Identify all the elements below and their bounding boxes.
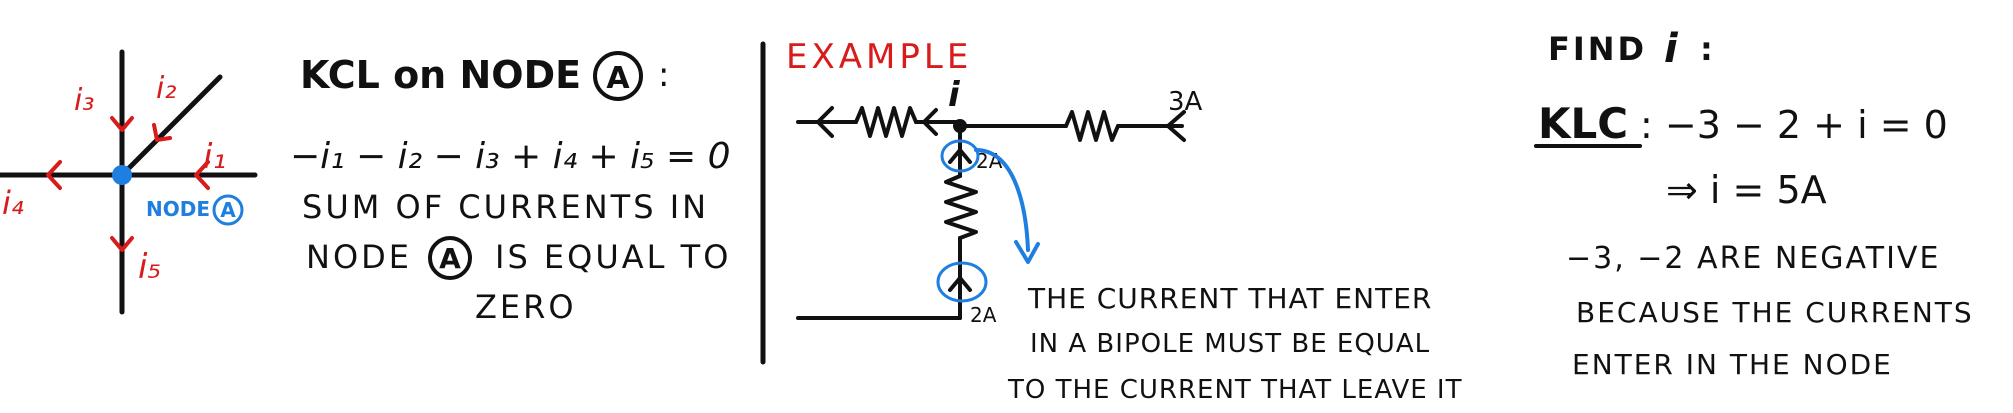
equal-current-curve-arrow	[1014, 240, 1040, 264]
i3-arrow	[110, 116, 134, 132]
example-note-line2: IN A BIPOLE MUST BE EQUAL	[1030, 329, 1430, 359]
current-3a-label: 3A	[1168, 87, 1203, 117]
right-resistor	[1064, 110, 1120, 142]
current-2a-bottom-label: 2A	[970, 303, 997, 327]
example-note-line3: TO THE CURRENT THAT LEAVE IT	[1007, 375, 1463, 405]
right-wire-arrow	[1166, 110, 1186, 142]
solution-note-line1: −3, −2 ARE NEGATIVE	[1566, 241, 1940, 276]
i2-label: i₂	[156, 71, 176, 106]
solution: FIND i : KLC : −3 − 2 + i = 0 ⇒ i = 5A −…	[1534, 26, 1974, 381]
i4-label: i₄	[2, 184, 24, 222]
kcl-explanation: KCL on NODE A : −i₁ − i₂ − i₃ + i₄ + i₅ …	[290, 51, 731, 326]
upper-current-highlight	[940, 139, 980, 173]
vertical-resistor	[944, 174, 978, 240]
kcl-label: KLC	[1538, 99, 1628, 148]
solution-result: ⇒ i = 5A	[1666, 168, 1827, 212]
left-resistor	[854, 106, 918, 138]
node-a-dot	[112, 165, 132, 185]
kcl-line2-node-circle	[428, 236, 472, 280]
example-circuit: EXAMPLE i 3A 2A 2A THE CUR	[786, 37, 1463, 405]
solution-note-line3: ENTER IN THE NODE	[1572, 348, 1893, 381]
solution-note-line2: BECAUSE THE CURRENTS	[1576, 296, 1974, 329]
kcl-line2-node-letter: A	[439, 242, 461, 275]
kcl-line1: SUM OF CURRENTS IN	[302, 188, 709, 226]
lower-current-highlight	[936, 261, 988, 303]
solution-equation: : −3 − 2 + i = 0	[1640, 103, 1948, 147]
kcl-title-node-letter: A	[606, 61, 630, 96]
i5-arrow	[110, 236, 134, 252]
left-wire-arrow	[816, 106, 834, 138]
current-i-label: i	[948, 75, 961, 115]
i5-label: i₅	[138, 247, 161, 287]
example-title: EXAMPLE	[786, 37, 972, 77]
node-a-letter: A	[220, 198, 236, 222]
equal-current-curve	[974, 148, 1030, 252]
find-colon: :	[1700, 30, 1713, 68]
kcl-equation: −i₁ − i₂ − i₃ + i₄ + i₅ = 0	[290, 136, 731, 177]
find-label: FIND	[1548, 30, 1647, 68]
lower-up-arrow	[948, 276, 972, 292]
kcl-line3: ZERO	[475, 288, 577, 326]
node-diagram: i₃ i₂ i₁ i₄ i₅ NODE A	[0, 49, 258, 315]
node-a-label: NODE	[146, 197, 210, 221]
kcl-title-node-circle	[593, 51, 643, 101]
node-a-circle	[212, 194, 244, 226]
node-left-arrow	[922, 108, 938, 136]
kcl-line2-suffix: IS EQUAL TO	[495, 238, 731, 276]
i4-arrow	[46, 160, 62, 190]
example-note-line1: THE CURRENT THAT ENTER	[1027, 282, 1432, 315]
i2-arrow	[152, 123, 172, 142]
i3-label: i₃	[74, 83, 94, 118]
kcl-title-colon: :	[658, 55, 669, 95]
diagonal-branch	[119, 74, 223, 178]
upper-up-arrow	[948, 148, 972, 164]
i1-arrow	[194, 160, 210, 190]
find-variable: i	[1664, 26, 1679, 72]
i1-label: i₁	[203, 137, 226, 177]
kcl-line2-prefix: NODE	[306, 238, 412, 276]
kcl-title: KCL on NODE	[300, 53, 581, 97]
